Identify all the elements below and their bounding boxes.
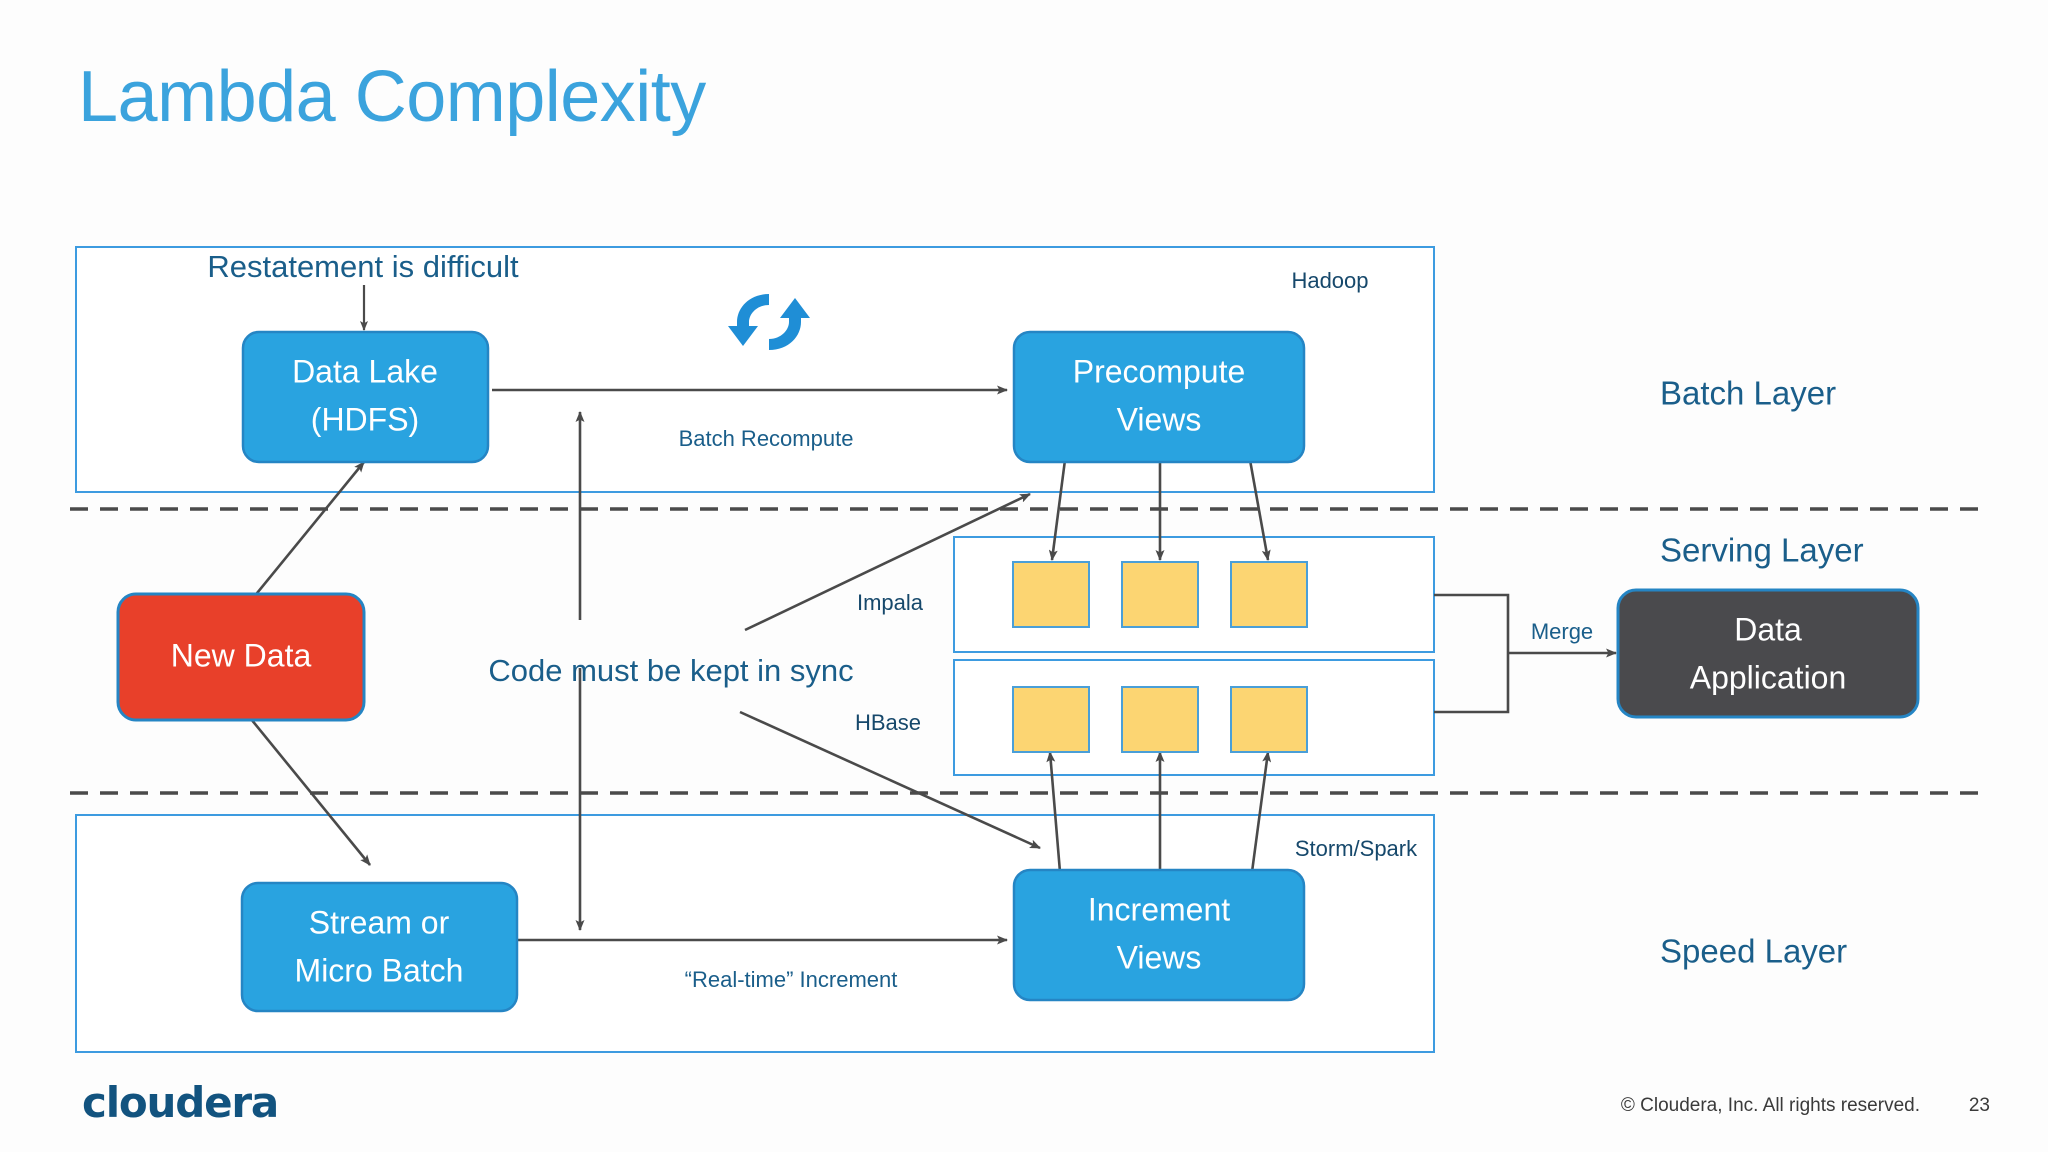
annotation-batch-recompute: Batch Recompute	[679, 426, 854, 451]
node-data-application-line1: Data	[1734, 611, 1802, 647]
arrow-increment-to-cell-3	[1250, 751, 1272, 873]
layer-label-serving: Serving Layer	[1660, 532, 1864, 569]
hbase-cell-3[interactable]	[1230, 686, 1308, 753]
node-stream-line1: Stream or	[309, 904, 450, 940]
arrow-newdata-to-stream	[240, 707, 372, 866]
arrow-hbase-to-increment	[739, 710, 1041, 850]
page-number: 23	[1968, 1095, 1990, 1116]
impala-cell-3[interactable]	[1230, 561, 1308, 628]
node-stream-micro-batch[interactable]: Stream or Micro Batch	[240, 881, 519, 1013]
hbase-cell-2[interactable]	[1121, 686, 1199, 753]
node-increment-views-line2: Views	[1117, 939, 1202, 975]
impala-cell-2[interactable]	[1121, 561, 1199, 628]
node-stream-line2: Micro Batch	[295, 952, 464, 988]
node-precompute-views-line2: Views	[1117, 401, 1202, 437]
impala-cell-1[interactable]	[1012, 561, 1090, 628]
tech-label-hbase: HBase	[855, 710, 921, 735]
layer-label-speed: Speed Layer	[1660, 933, 1847, 970]
layer-label-batch: Batch Layer	[1660, 375, 1836, 412]
node-increment-views[interactable]: Increment Views	[1012, 868, 1306, 1002]
page-title: Lambda Complexity	[78, 57, 706, 137]
node-data-lake-line1: Data Lake	[292, 353, 438, 389]
copyright-text: © Cloudera, Inc. All rights reserved.	[1620, 1095, 1920, 1116]
node-increment-views-line1: Increment	[1088, 891, 1230, 927]
hbase-cell-1[interactable]	[1012, 686, 1090, 753]
annotation-merge: Merge	[1531, 619, 1593, 644]
arrow-impala-to-precompute	[744, 492, 1031, 632]
tech-label-impala: Impala	[857, 590, 924, 615]
cloudera-logo: cloudera	[82, 1078, 279, 1127]
arrow-precompute-to-cell-3	[1248, 459, 1271, 561]
arrow-newdata-to-datalake	[238, 461, 366, 615]
node-data-application-line2: Application	[1690, 659, 1847, 695]
tech-label-hadoop: Hadoop	[1291, 268, 1368, 293]
tech-label-storm-spark: Storm/Spark	[1295, 836, 1418, 861]
node-data-lake[interactable]: Data Lake (HDFS)	[241, 330, 490, 464]
refresh-cycle-icon	[728, 294, 810, 350]
annotation-code-sync: Code must be kept in sync	[488, 653, 853, 688]
node-new-data[interactable]: New Data	[116, 592, 366, 722]
node-precompute-views-line1: Precompute	[1073, 353, 1246, 389]
annotation-realtime-increment: “Real-time” Increment	[685, 967, 898, 992]
node-data-lake-line2: (HDFS)	[311, 401, 419, 437]
node-new-data-label: New Data	[171, 637, 312, 673]
arrow-precompute-to-cell-1	[1048, 459, 1067, 561]
merge-bracket	[1434, 593, 1510, 714]
node-data-application[interactable]: Data Application	[1616, 588, 1920, 719]
node-precompute-views[interactable]: Precompute Views	[1012, 330, 1306, 464]
annotation-restatement: Restatement is difficult	[207, 249, 519, 284]
arrow-increment-to-cell-1	[1046, 751, 1062, 873]
